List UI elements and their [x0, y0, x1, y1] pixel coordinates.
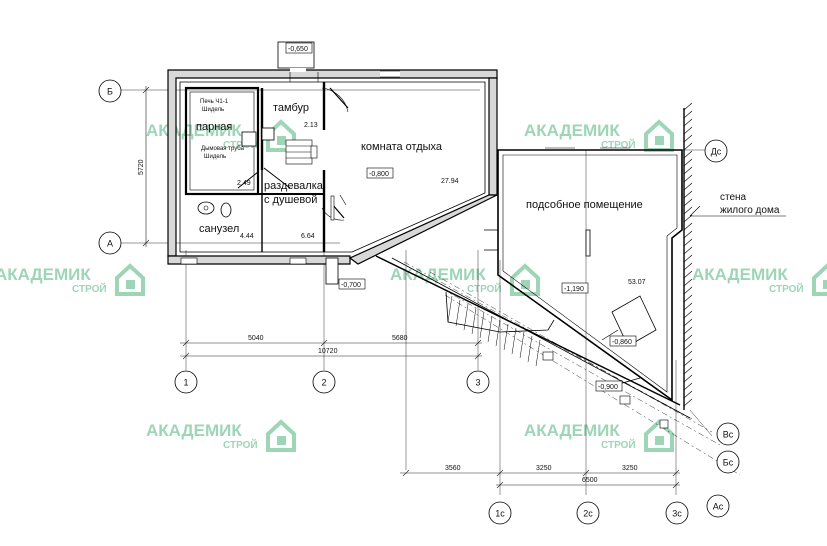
room-sanuzel: санузел — [199, 223, 239, 235]
area-tambur: 2.13 — [304, 122, 318, 129]
level-bottom-entry: -0,700 — [341, 282, 361, 289]
room-razdevalka-1: раздевалка — [264, 180, 324, 192]
axis-label: Б — [107, 87, 113, 97]
watermark-brand-name: АКАДЕМИК — [0, 265, 91, 284]
watermark-layer: АКАДЕМИКСТРОЙАКАДЕМИКСТРОЙАКАДЕМИКСТРОЙА… — [0, 119, 827, 452]
axis-bubble-vc: Вс — [716, 422, 740, 446]
dim-5040: 5040 — [248, 335, 264, 342]
note-dym-1: Дымовая труба — [201, 146, 245, 152]
utility-building-walls — [484, 102, 693, 410]
axis-bubble-c1: 1с — [488, 501, 512, 525]
room-labels: тамбур парная комната отдыха раздевалка … — [196, 99, 780, 235]
watermark-brand-name: АКАДЕМИК — [524, 421, 620, 440]
dim-5720: 5720 — [138, 159, 145, 175]
dim-6500: 6500 — [582, 477, 598, 484]
house-logo-icon — [115, 263, 145, 296]
note-pech-2: Шидель — [202, 107, 224, 113]
axis-bubble-c2: 2с — [576, 501, 600, 525]
watermark-brand-sub: СТРОЙ — [769, 282, 804, 295]
watermark-brand-name: АКАДЕМИК — [692, 265, 788, 284]
level-ramp-low: -0,900 — [598, 384, 618, 391]
dimension-lines — [142, 86, 680, 489]
axis-bubble-a: А — [98, 231, 122, 255]
axis-label: Вс — [723, 430, 734, 440]
axis-label: Бс — [723, 458, 734, 468]
axis-label: 1 — [183, 378, 188, 388]
axis-label: 3с — [672, 509, 682, 519]
dim-5680: 5680 — [392, 335, 408, 342]
axis-bubble-b: Б — [98, 79, 122, 103]
house-logo-icon — [644, 119, 674, 152]
watermark-brand-sub: СТРОЙ — [467, 282, 502, 295]
axis-bubble-n2: 2 — [312, 370, 336, 394]
watermark-brand-sub: СТРОЙ — [72, 282, 107, 295]
note-dym-2: Шидель — [204, 154, 226, 160]
axis-label: 2 — [321, 378, 326, 388]
axis-label: 1с — [495, 509, 505, 519]
diagonal-ramp — [375, 255, 741, 476]
watermark-brand-sub: СТРОЙ — [601, 138, 636, 151]
note-stena-1: стена — [720, 192, 747, 203]
axis-bubble-dc: Дс — [704, 139, 728, 163]
dim-10720: 10720 — [318, 348, 338, 355]
axis-bubble-c3: 3с — [665, 501, 689, 525]
axis-label: Дс — [711, 147, 722, 157]
watermark-brand-name: АКАДЕМИК — [524, 121, 620, 140]
watermark-brand-name: АКАДЕМИК — [390, 265, 486, 284]
area-razdevalka: 2.49 — [237, 180, 251, 187]
level-komnata: -0,800 — [369, 171, 389, 178]
level-marks: -0,650 -0,800 -0,700 -1,190 -0,860 -0,90… — [285, 42, 637, 392]
axis-bubble-bc: Бс — [716, 450, 740, 474]
note-pech-1: Печь Ч1-1 — [200, 99, 229, 105]
axis-bubble-ac: Ас — [706, 494, 730, 518]
axis-label: 3 — [475, 378, 480, 388]
watermark-brand-sub: СТРОЙ — [601, 438, 636, 451]
level-top-entry: -0,650 — [288, 46, 308, 53]
room-komnata: комната отдыха — [361, 141, 443, 153]
area-sanuzel: 4.44 — [240, 233, 254, 240]
dim-3250a: 3250 — [536, 465, 552, 472]
watermark-brand-name: АКАДЕМИК — [146, 421, 242, 440]
watermark-brand-sub: СТРОЙ — [223, 438, 258, 451]
axis-label: Ас — [713, 502, 724, 512]
area-podsobnoe: 53.07 — [628, 279, 646, 286]
house-logo-icon — [266, 419, 296, 452]
axis-bubble-n1: 1 — [174, 370, 198, 394]
level-podsobnoe: -1,190 — [564, 286, 584, 293]
axis-bubble-n3: 3 — [466, 370, 490, 394]
dim-3250b: 3250 — [622, 465, 638, 472]
stena-leader — [689, 205, 786, 217]
room-tambur: тамбур — [273, 102, 309, 114]
house-logo-icon — [644, 419, 674, 452]
room-razdevalka-2: с душевой — [264, 194, 317, 206]
note-stena-2: жилого дома — [720, 205, 780, 216]
house-logo-icon — [812, 263, 827, 296]
room-parnaya: парная — [196, 121, 232, 133]
dim-3560: 3560 — [445, 465, 461, 472]
level-ramp: -0,860 — [612, 339, 632, 346]
bath-house-walls — [167, 41, 498, 285]
room-podsobnoe: подсобное помещение — [526, 199, 643, 211]
area-corridor: 6.64 — [301, 233, 315, 240]
dimension-labels: 5040 5680 10720 5720 3560 3250 3250 6500 — [138, 159, 638, 484]
axis-label: 2с — [583, 509, 593, 519]
area-komnata: 27.94 — [441, 178, 459, 185]
house-logo-icon — [510, 263, 540, 296]
axis-label: А — [107, 239, 113, 249]
area-labels: 2.13 27.94 2.49 4.44 6.64 53.07 — [237, 122, 646, 286]
